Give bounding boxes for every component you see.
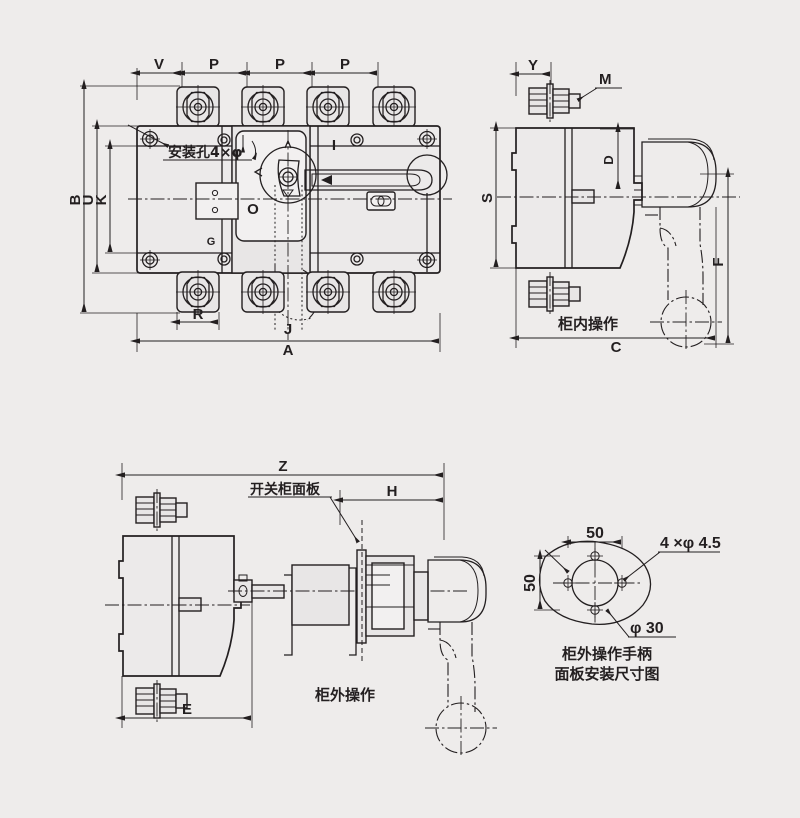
panel-dim-bore: φ 30 (605, 608, 676, 638)
panel-dim-horizontal: 50 (561, 525, 623, 548)
out-dimension-E: E (115, 600, 253, 728)
dim-label-R: R (193, 306, 204, 323)
dim-label-P3: P (340, 56, 350, 73)
mounting-hole (417, 129, 437, 149)
dim-label-K: K (93, 194, 110, 205)
annotation-switchgear-panel: 开关柜面板 (250, 481, 321, 498)
dim-label-Z: Z (278, 458, 287, 475)
front-left-dimensions: B U K (67, 79, 180, 314)
front-lower-terminals (176, 270, 416, 314)
out-cabinet-operation-view: Z H (105, 458, 497, 758)
terminal-block (176, 85, 220, 129)
position-marker-off: O (247, 201, 259, 218)
front-body: G (128, 125, 452, 274)
terminal-block (241, 270, 285, 314)
out-handle (425, 556, 497, 758)
dim-label-E: E (182, 701, 192, 718)
side-bottom-dimension-C: C (509, 207, 717, 356)
dim-label-F: F (710, 257, 727, 266)
panel-dim-holes: 4 ×φ 4.5 (622, 535, 721, 582)
dim-label-U: U (80, 195, 97, 206)
out-panel-annotation: 开关柜面板 (248, 481, 360, 544)
front-top-dimensions: V P P P (130, 56, 379, 100)
terminal-block (241, 85, 285, 129)
dim-label-50-horizontal: 50 (586, 525, 604, 542)
body-ring-detail (217, 133, 364, 266)
terminal-block (372, 270, 416, 314)
position-marker-on: I (332, 137, 336, 154)
dim-label-A: A (283, 342, 294, 359)
terminal-block (306, 270, 350, 314)
in-cabinet-operation-view: Y M (479, 57, 740, 356)
panel-mounting-dimension-view: 50 50 4 ×φ 4.5 φ 30 柜外操作手柄 面板安装尺寸图 (522, 525, 721, 683)
caption-panel-handle: 柜外操作手柄 (561, 645, 652, 663)
side-handle (641, 138, 722, 352)
annotation-mounting-holes: 安装孔4×φ (168, 144, 242, 161)
dim-label-J: J (284, 321, 292, 338)
terminal-block (372, 85, 416, 129)
dim-label-B: B (67, 194, 84, 205)
dim-label-S: S (479, 193, 496, 203)
dim-label-Y: Y (528, 57, 538, 74)
front-view: V P P P (67, 56, 452, 359)
terminal-block (306, 85, 350, 129)
dim-label-50-vertical: 50 (522, 574, 539, 592)
dim-label-H: H (387, 483, 398, 500)
front-inner-label-G: G (207, 236, 216, 248)
dim-label-D: D (601, 155, 616, 164)
caption-out-cabinet: 柜外操作 (314, 686, 375, 704)
dim-label-4xphi4-5: 4 ×φ 4.5 (660, 535, 721, 552)
dim-label-phi30: φ 30 (630, 620, 664, 637)
out-body (105, 535, 250, 677)
side-right-dimension-F: F (700, 167, 734, 345)
out-top-bolt (135, 489, 188, 533)
dim-label-M: M (599, 71, 612, 88)
side-body: D (497, 122, 740, 269)
front-mounting-hole-annotation: 安装孔4×φ (127, 124, 252, 161)
caption-in-cabinet: 柜内操作 (557, 315, 618, 333)
dim-label-P1: P (209, 56, 219, 73)
side-bottom-bolt (528, 272, 581, 317)
out-bottom-bolt (135, 680, 188, 724)
terminal-block (176, 270, 220, 314)
front-upper-terminals (176, 85, 416, 129)
front-bottom-dimensions: R J A (130, 306, 441, 359)
dim-label-C: C (611, 339, 622, 356)
out-shaft-assembly (228, 520, 470, 662)
caption-panel-dimensions: 面板安装尺寸图 (554, 665, 659, 683)
panel-dim-vertical: 50 (522, 549, 560, 611)
out-dimension-Z: Z (115, 458, 445, 540)
side-left-dimension-S: S (479, 121, 518, 269)
out-dimension-H: H (333, 483, 443, 525)
side-top-bolt: M (528, 71, 622, 124)
dim-label-P2: P (275, 56, 285, 73)
dim-label-V: V (154, 56, 164, 73)
